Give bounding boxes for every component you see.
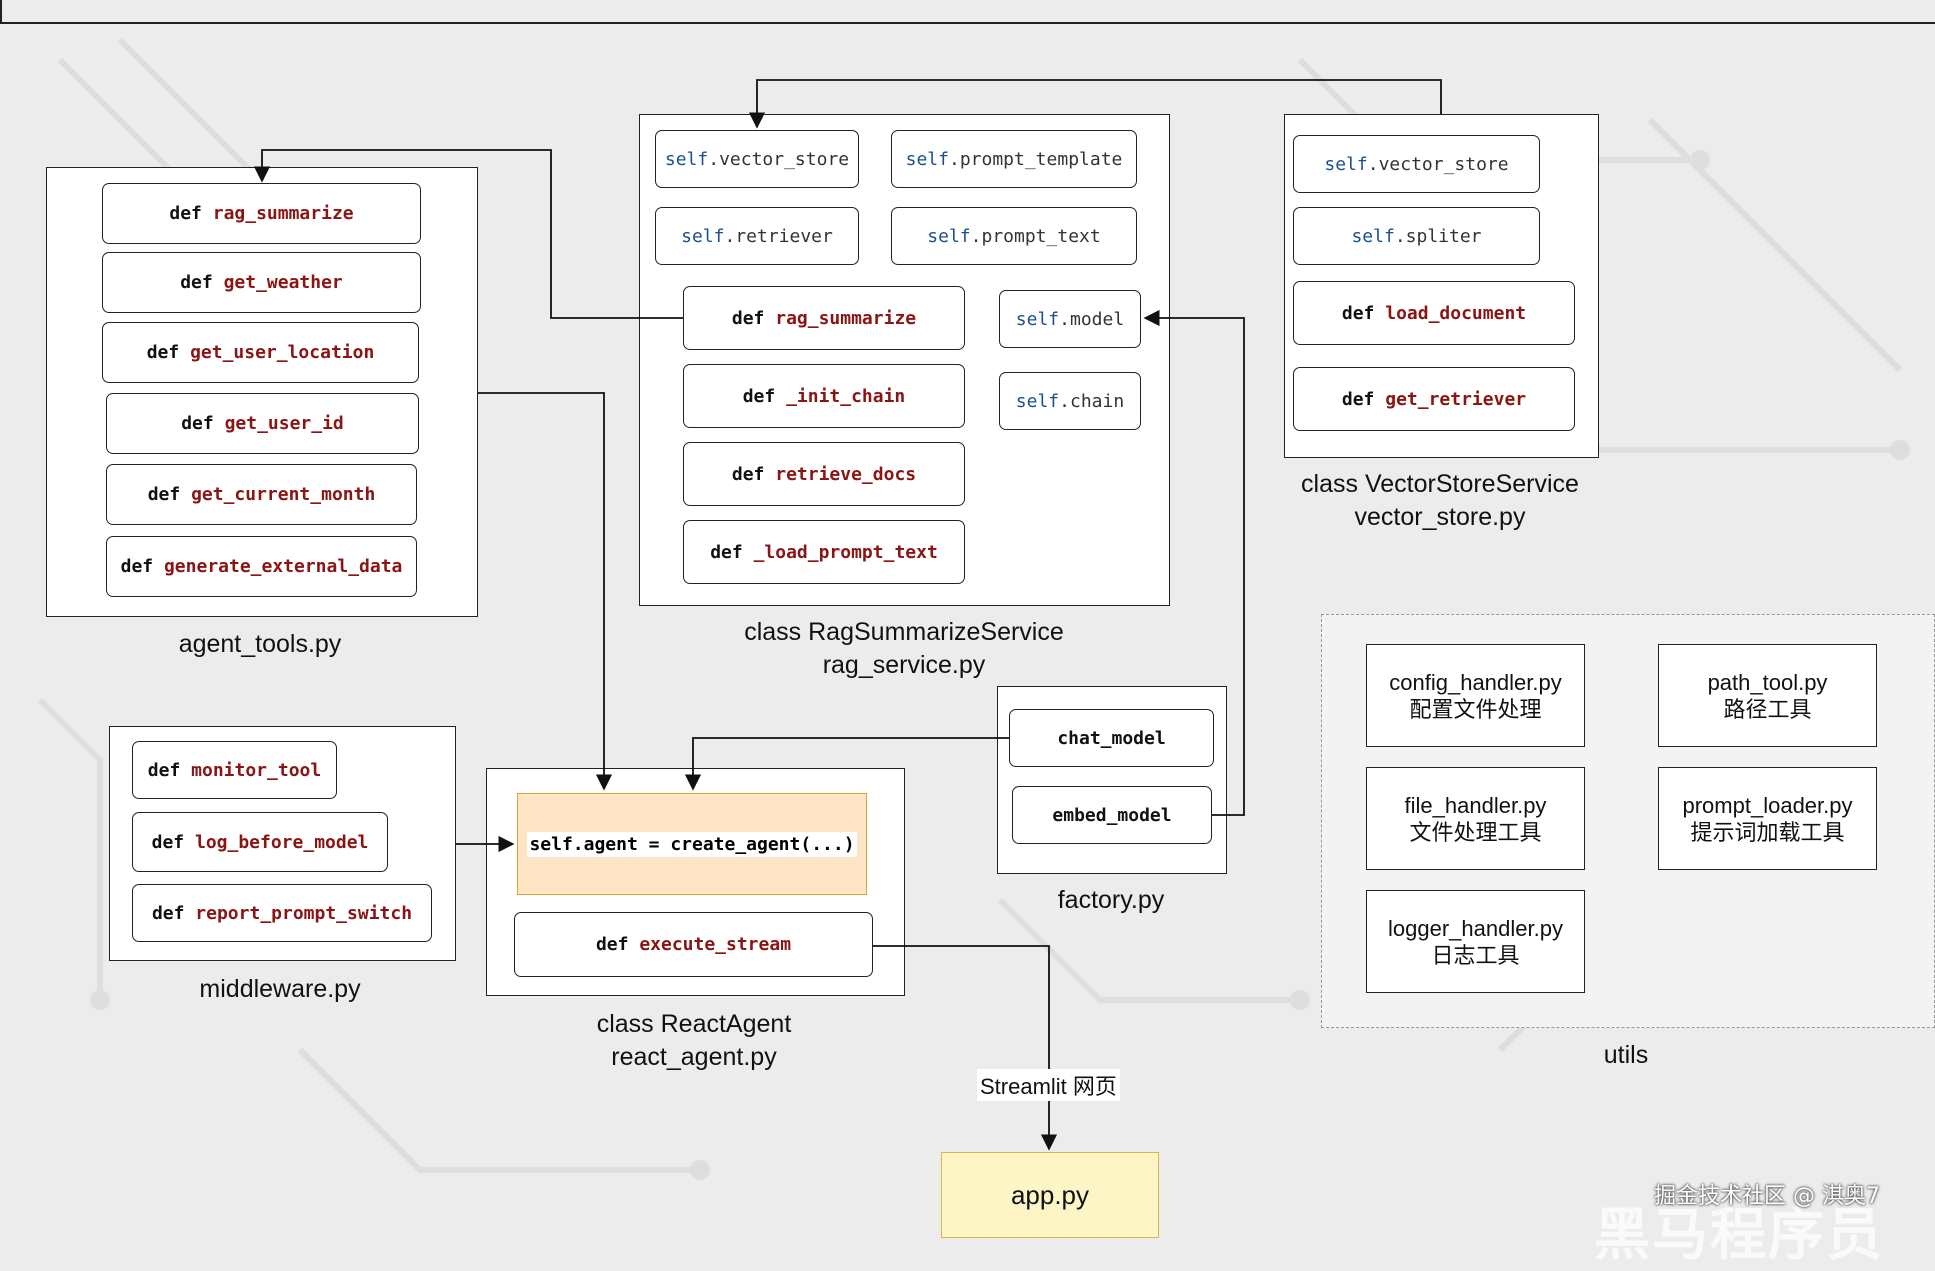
util-path-tool: path_tool.py 路径工具 bbox=[1658, 644, 1877, 747]
func-generate-external-data: def generate_external_data bbox=[106, 536, 417, 597]
util-prompt-loader-file: prompt_loader.py bbox=[1682, 792, 1853, 818]
rag-service-caption: class RagSummarizeService rag_service.py bbox=[704, 616, 1104, 682]
func-retrieve-docs: def retrieve_docs bbox=[683, 442, 965, 506]
attr-chain: self.chain bbox=[999, 372, 1141, 430]
vector-store-file-name: vector_store.py bbox=[1354, 503, 1526, 531]
func-get-user-id: def get_user_id bbox=[106, 393, 419, 454]
func-load-prompt-text: def _load_prompt_text bbox=[683, 520, 965, 584]
util-prompt-loader: prompt_loader.py 提示词加载工具 bbox=[1658, 767, 1877, 870]
util-path-tool-file: path_tool.py bbox=[1707, 669, 1828, 695]
top-divider-tick bbox=[0, 0, 2, 24]
util-prompt-loader-desc: 提示词加载工具 bbox=[1690, 819, 1845, 845]
utils-caption: utils bbox=[1603, 1041, 1649, 1069]
app-label: app.py bbox=[1010, 1179, 1090, 1210]
func-log-before-model: def log_before_model bbox=[132, 812, 388, 872]
rag-service-file-name: rag_service.py bbox=[822, 651, 986, 679]
factory-chat-model: chat_model bbox=[1009, 709, 1214, 767]
util-config-handler-desc: 配置文件处理 bbox=[1409, 696, 1542, 722]
attr-retriever: self.retriever bbox=[655, 207, 859, 265]
app-box: app.py bbox=[941, 1152, 1159, 1238]
attr-vs-spliter: self.spliter bbox=[1293, 207, 1540, 265]
watermark-text: 掘金技术社区 @ 淇奥7 bbox=[1654, 1184, 1880, 1209]
func-rag-summarize: def rag_summarize bbox=[102, 183, 421, 244]
agent-create-line: self.agent = create_agent(...) bbox=[517, 793, 867, 895]
util-logger-handler: logger_handler.py 日志工具 bbox=[1366, 890, 1585, 993]
attr-vs-vector-store: self.vector_store bbox=[1293, 135, 1540, 193]
func-get-weather: def get_weather bbox=[102, 252, 421, 313]
react-agent-file-name: react_agent.py bbox=[611, 1043, 777, 1071]
util-logger-handler-file: logger_handler.py bbox=[1388, 915, 1563, 941]
func-init-chain: def _init_chain bbox=[683, 364, 965, 428]
func-monitor-tool: def monitor_tool bbox=[132, 741, 337, 799]
factory-embed-model: embed_model bbox=[1012, 786, 1212, 844]
attr-prompt-template: self.prompt_template bbox=[891, 130, 1137, 188]
func-get-current-month: def get_current_month bbox=[106, 464, 417, 525]
top-divider bbox=[0, 22, 1935, 24]
rag-service-class-name: class RagSummarizeService bbox=[744, 618, 1064, 646]
attr-prompt-text: self.prompt_text bbox=[891, 207, 1137, 265]
func-execute-stream: def execute_stream bbox=[514, 912, 873, 977]
func-get-user-location: def get_user_location bbox=[102, 322, 419, 383]
func-get-retriever: def get_retriever bbox=[1293, 367, 1575, 431]
agent-create-code: self.agent = create_agent(...) bbox=[527, 831, 857, 857]
func-rag-summarize-service: def rag_summarize bbox=[683, 286, 965, 350]
react-agent-class-name: class ReactAgent bbox=[596, 1010, 792, 1038]
util-file-handler: file_handler.py 文件处理工具 bbox=[1366, 767, 1585, 870]
agent-tools-caption: agent_tools.py bbox=[178, 630, 342, 658]
attr-model: self.model bbox=[999, 290, 1141, 348]
util-config-handler-file: config_handler.py bbox=[1389, 669, 1562, 695]
streamlit-edge-label: Streamlit 网页 bbox=[977, 1069, 1120, 1101]
attr-vector-store: self.vector_store bbox=[655, 130, 859, 188]
vector-store-class-name: class VectorStoreService bbox=[1301, 470, 1579, 498]
util-file-handler-file: file_handler.py bbox=[1404, 792, 1547, 818]
vector-store-caption: class VectorStoreService vector_store.py bbox=[1240, 468, 1640, 534]
react-agent-caption: class ReactAgent react_agent.py bbox=[544, 1008, 844, 1074]
middleware-caption: middleware.py bbox=[199, 975, 361, 1003]
util-path-tool-desc: 路径工具 bbox=[1723, 696, 1812, 722]
util-file-handler-desc: 文件处理工具 bbox=[1409, 819, 1542, 845]
util-config-handler: config_handler.py 配置文件处理 bbox=[1366, 644, 1585, 747]
util-logger-handler-desc: 日志工具 bbox=[1431, 942, 1520, 968]
func-load-document: def load_document bbox=[1293, 281, 1575, 345]
func-report-prompt-switch: def report_prompt_switch bbox=[132, 884, 432, 942]
factory-caption: factory.py bbox=[1057, 886, 1165, 914]
